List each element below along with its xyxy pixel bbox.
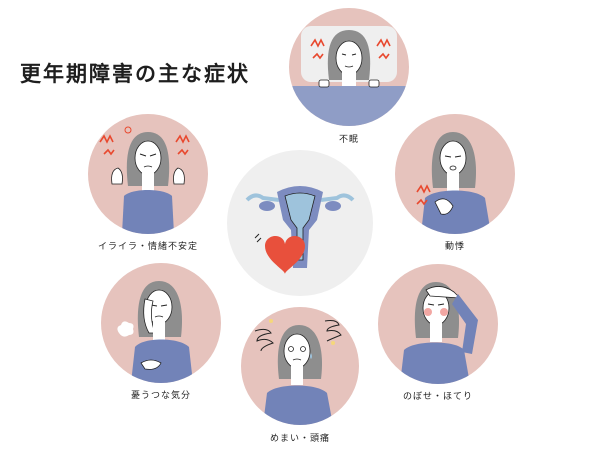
symptom-label: のぼせ・ほてり bbox=[402, 392, 474, 402]
symptom-label: 憂うつな気分 bbox=[130, 391, 192, 401]
uterus-with-heart-icon bbox=[227, 150, 373, 296]
symptom-label: イライラ・情緒不安定 bbox=[97, 242, 199, 252]
page-title: 更年期障害の主な症状 bbox=[20, 62, 250, 86]
woman-hand-on-chest-icon bbox=[395, 114, 515, 234]
woman-irritated-icon bbox=[88, 114, 208, 234]
symptom-label: めまい・頭痛 bbox=[269, 434, 331, 444]
woman-sighing-icon bbox=[101, 263, 221, 383]
woman-in-bed-insomnia-icon bbox=[289, 8, 409, 126]
symptom-label: 動悸 bbox=[444, 242, 466, 252]
woman-hand-on-forehead-icon bbox=[378, 264, 498, 384]
woman-dizzy-icon bbox=[241, 307, 359, 425]
symptom-label: 不眠 bbox=[338, 135, 360, 145]
